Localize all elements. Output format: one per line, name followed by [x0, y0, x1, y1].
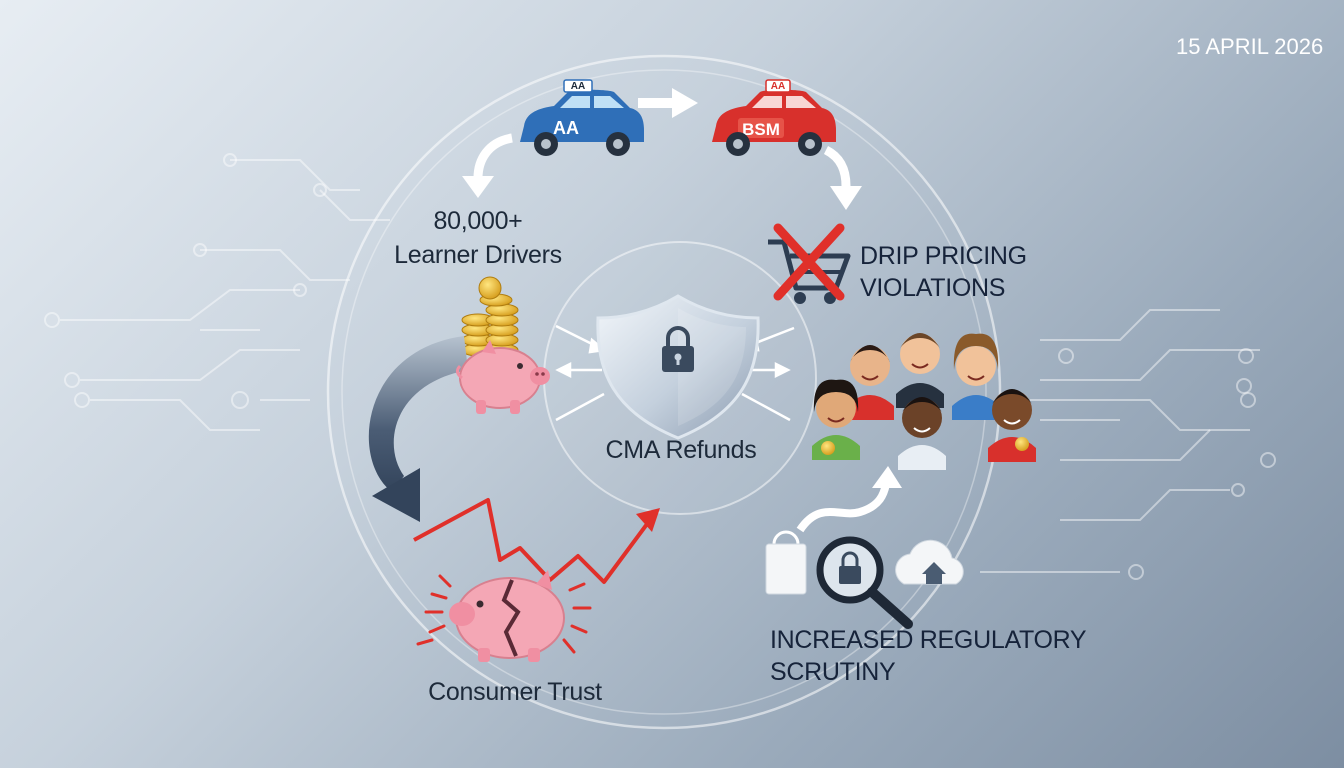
- magnifier-lock-icon: [816, 536, 913, 629]
- people-group-icon: [812, 333, 1036, 470]
- cma-refunds-label: CMA Refunds: [605, 436, 757, 464]
- person-2: [896, 333, 944, 408]
- shopping-bag-icon: [765, 530, 807, 595]
- big-downward-arrow: [368, 336, 468, 522]
- outer-ring-inner: [341, 69, 987, 715]
- arrow-up-to-people: [796, 466, 902, 533]
- red-trend-line: [413, 498, 660, 584]
- arrow-to-learners: [462, 133, 514, 198]
- regulatory-line-2: SCRUTINY: [770, 658, 896, 686]
- cloud-home-icon: [895, 539, 964, 585]
- piggy-bank-icon: [455, 340, 550, 414]
- arrow-to-drip-pricing: [823, 145, 862, 210]
- learner-drivers-label: 80,000+ Learner Drivers: [392, 204, 564, 272]
- bsm-roof-sign: AA: [771, 81, 785, 92]
- aa-door-label: AA: [553, 118, 579, 138]
- red-car-icon: AA BSM: [712, 79, 836, 156]
- shield-lock-icon: [596, 294, 760, 440]
- blue-car-icon: AA AA: [520, 79, 644, 156]
- regulatory-scrutiny-label: INCREASED REGULATORY SCRUTINY: [770, 624, 1087, 688]
- outer-ring: [326, 54, 1002, 730]
- consumer-trust-label: Consumer Trust: [428, 678, 602, 706]
- person-3: [952, 333, 1000, 420]
- broken-piggy-bank-icon: [416, 570, 592, 662]
- drip-pricing-label: DRIP PRICING VIOLATIONS: [860, 240, 1027, 304]
- person-4: [812, 379, 860, 460]
- circuit-lines-left: [44, 153, 390, 431]
- date-label: 15 APRIL 2026: [1176, 34, 1324, 59]
- bsm-door-label: BSM: [742, 120, 780, 139]
- learner-count: 80,000+: [433, 207, 523, 235]
- aa-roof-sign: AA: [571, 81, 585, 92]
- arrow-aa-to-bsm: [638, 88, 698, 118]
- drip-line-2: VIOLATIONS: [860, 274, 1006, 302]
- learner-text: Learner Drivers: [394, 241, 562, 269]
- drip-line-1: DRIP PRICING: [860, 242, 1027, 270]
- person-6: [988, 389, 1036, 462]
- person-1: [846, 345, 894, 420]
- crossed-cart-icon: [768, 223, 851, 304]
- person-5: [898, 397, 946, 470]
- regulatory-line-1: INCREASED REGULATORY: [770, 626, 1087, 654]
- circuit-lines-right: [980, 309, 1276, 580]
